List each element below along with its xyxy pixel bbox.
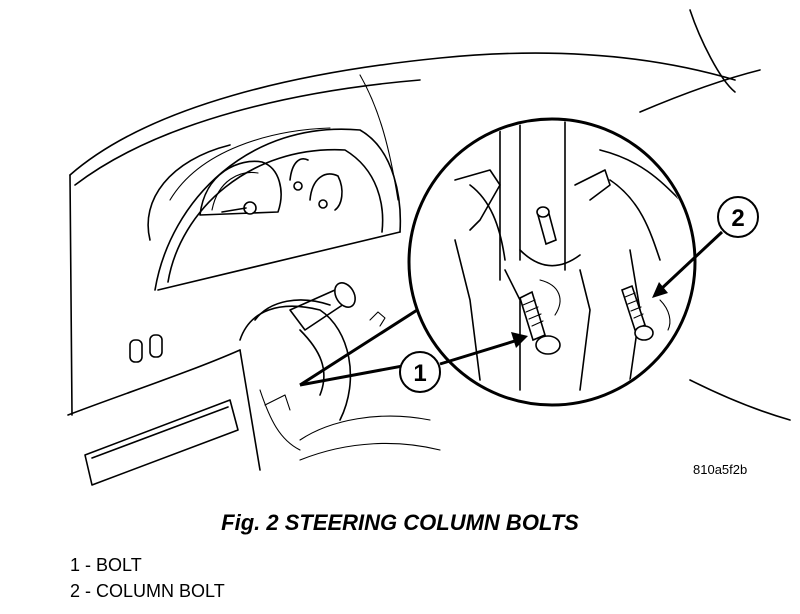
bolt-1 [519, 290, 561, 355]
lower-panel [84, 349, 441, 486]
legend-item-1: 1 - BOLT [70, 555, 142, 575]
callout-1: 1 [399, 332, 528, 393]
figure-reference-code: 810a5f2b [693, 462, 748, 477]
bolt-2 [621, 284, 654, 341]
callout-2-number: 2 [731, 205, 744, 232]
legend-item-2: 2 - COLUMN BOLT [70, 581, 225, 601]
upper-bolt [536, 206, 557, 246]
figure-caption: Fig. 2 STEERING COLUMN BOLTS [221, 510, 579, 535]
magnified-detail [407, 117, 697, 407]
dashboard-outline [67, 9, 791, 421]
callout-1-number: 1 [413, 360, 426, 387]
dashboard-switches [129, 334, 163, 363]
callout-legend: 1 - BOLT 2 - COLUMN BOLT [70, 552, 225, 604]
steering-column-illustration: 1 2 [67, 9, 791, 486]
steering-column [239, 282, 386, 451]
instrument-cluster [154, 128, 402, 291]
callout-2: 2 [652, 196, 759, 298]
